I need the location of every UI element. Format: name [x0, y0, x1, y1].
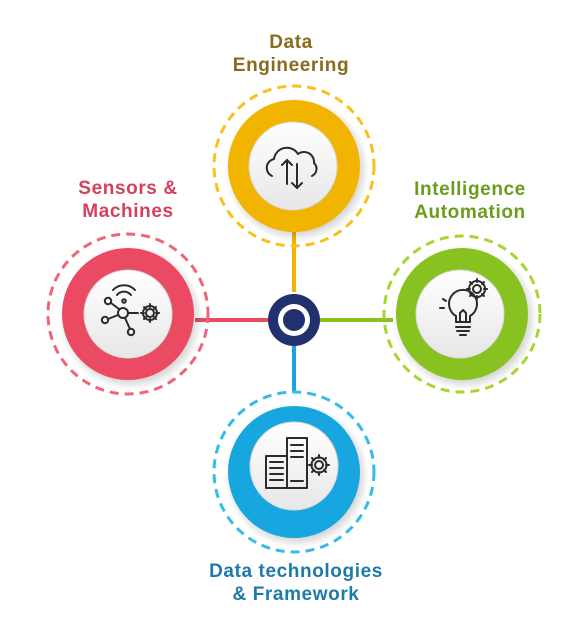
label-line-2: & Framework — [232, 584, 360, 605]
hub-inner — [283, 309, 305, 331]
label-line-2: Engineering — [232, 55, 350, 76]
dashed-ring — [212, 390, 376, 554]
label-line-1: Data — [269, 32, 313, 53]
icon-disc — [248, 121, 338, 211]
label-line-2: Machines — [82, 201, 174, 222]
label-intelligence-automation: Intelligence Automation — [372, 178, 568, 224]
dashed-ring — [46, 232, 210, 396]
node-data-technologies — [212, 390, 376, 554]
cloud-upload-download-icon — [265, 146, 318, 189]
dashed-ring — [382, 234, 542, 394]
node-sensors-machines — [46, 232, 210, 396]
label-data-engineering: Data Engineering — [196, 31, 386, 77]
server-gear-icon — [265, 437, 330, 489]
dashed-ring — [212, 84, 376, 248]
center-hub — [268, 294, 320, 346]
icon-disc — [249, 421, 339, 511]
node-intelligence-automation — [382, 234, 542, 394]
label-line-1: Intelligence — [414, 179, 526, 200]
lightbulb-gear-icon — [439, 278, 488, 336]
label-data-technologies: Data technologies & Framework — [166, 560, 426, 606]
network-wifi-gear-icon — [100, 284, 160, 337]
label-line-1: Sensors & — [78, 178, 178, 199]
label-sensors-machines: Sensors & Machines — [33, 177, 223, 223]
label-line-2: Automation — [414, 202, 526, 223]
label-line-1: Data technologies — [209, 561, 383, 582]
node-data-engineering — [212, 84, 376, 248]
